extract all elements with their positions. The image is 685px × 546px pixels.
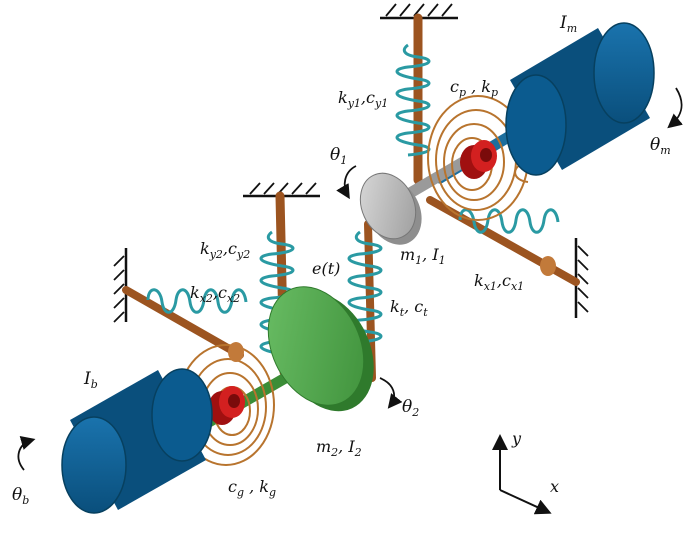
coordinate-axes bbox=[492, 434, 552, 515]
label-kx2-cx2: kx2,cx2 bbox=[190, 283, 240, 305]
theta-m-arrow bbox=[667, 87, 683, 129]
label-ky2-cy2: ky2,cy2 bbox=[200, 239, 250, 261]
label-m1-i1: m1, I1 bbox=[400, 245, 446, 267]
label-cg-kg: cg , kg bbox=[228, 477, 276, 499]
bearing-motor bbox=[460, 140, 497, 179]
label-theta-b: θb bbox=[12, 485, 29, 507]
label-theta-2: θ2 bbox=[402, 397, 419, 419]
label-kt-ct: kt, ct bbox=[390, 297, 428, 319]
label-theta-m: θm bbox=[650, 135, 671, 157]
theta-2-arrow bbox=[379, 377, 403, 409]
label-im: Im bbox=[559, 13, 577, 35]
driven-gear bbox=[267, 286, 374, 412]
bearing-small-kx2 bbox=[228, 342, 244, 362]
spring-kx1 bbox=[458, 208, 560, 234]
ground-left bbox=[113, 248, 128, 323]
label-e-t: e(t) bbox=[312, 259, 340, 278]
label-kx1-cx1: kx1,cx1 bbox=[474, 271, 524, 293]
label-m2-i2: m2, I2 bbox=[316, 437, 362, 459]
label-axis-y: y bbox=[511, 429, 522, 448]
spring-ky1 bbox=[395, 43, 431, 157]
bearing-small-kx1 bbox=[540, 256, 556, 276]
bearing-gear bbox=[208, 386, 245, 425]
ground-right bbox=[574, 238, 589, 318]
spring-kx2 bbox=[146, 288, 248, 314]
theta-1-arrow bbox=[336, 165, 357, 200]
label-ib: Ib bbox=[83, 369, 98, 391]
pinion-gear bbox=[359, 172, 422, 245]
label-axis-x: x bbox=[550, 477, 559, 496]
label-theta-1: θ1 bbox=[330, 145, 347, 167]
motor-inertia-cylinder bbox=[505, 22, 655, 176]
base-inertia-cylinder bbox=[61, 368, 213, 514]
spring-kt bbox=[347, 230, 383, 356]
label-cp-kp: cp , kp bbox=[450, 77, 498, 99]
label-ky1-cy1: ky1,cy1 bbox=[338, 88, 388, 110]
theta-b-arrow bbox=[17, 436, 36, 471]
